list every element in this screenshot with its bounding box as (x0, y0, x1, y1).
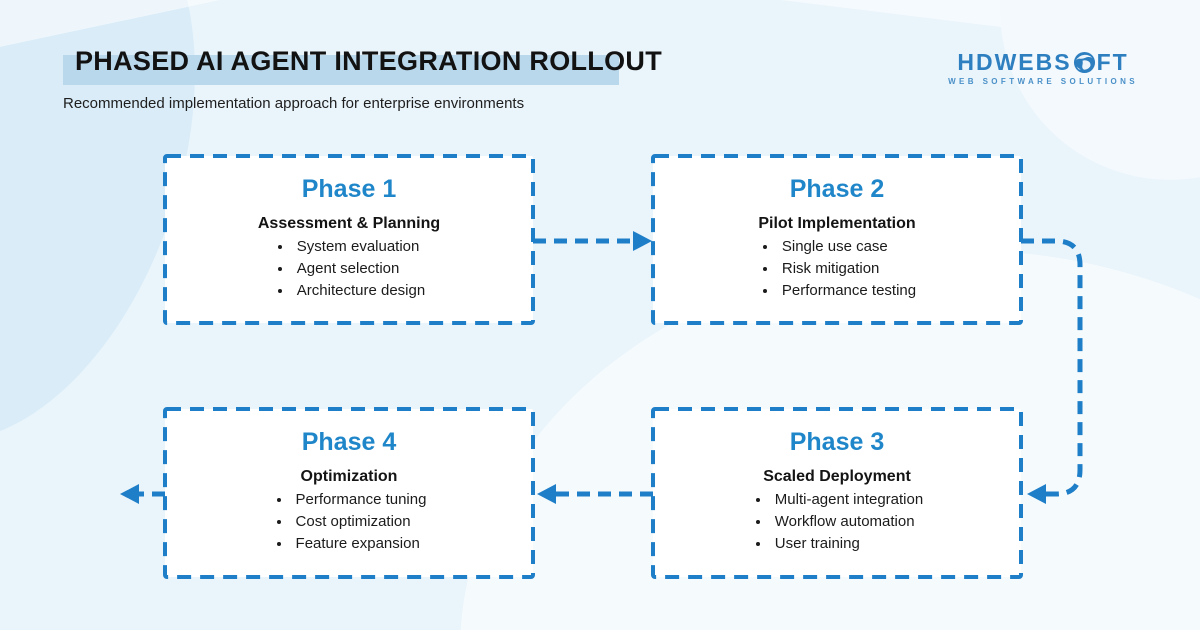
title-highlight-bar (63, 55, 619, 85)
phase-1-content: Phase 1 Assessment & Planning System eva… (165, 156, 533, 323)
phase-title: Phase 4 (301, 428, 397, 456)
phase-title: Phase 2 (789, 175, 885, 203)
phase-item-list: Multi-agent integration Workflow automat… (751, 489, 923, 555)
page-title: PHASED AI AGENT INTEGRATION ROLLOUT (75, 46, 662, 76)
phase-4-box (163, 407, 535, 579)
list-item: Performance tuning (292, 489, 427, 511)
arrowhead-phase3-to-phase4 (537, 484, 556, 504)
list-item: Agent selection (293, 258, 425, 280)
arrowhead-phase4-exit (120, 484, 139, 504)
list-item: Risk mitigation (778, 258, 916, 280)
phase-title: Phase 1 (301, 175, 397, 203)
list-item: Performance testing (778, 280, 916, 302)
page-subtitle: Recommended implementation approach for … (63, 95, 525, 112)
logo-tagline: WEB SOFTWARE SOLUTIONS (948, 77, 1138, 86)
list-item: Feature expansion (292, 533, 427, 555)
phase-title: Phase 3 (789, 428, 885, 456)
phase-subtitle: Pilot Implementation (758, 215, 916, 232)
phase-2-content: Phase 2 Pilot Implementation Single use … (653, 156, 1021, 323)
logo-name-post: FT (1096, 49, 1129, 75)
list-item: Cost optimization (292, 511, 427, 533)
phase-item-list: Performance tuning Cost optimization Fea… (272, 489, 427, 555)
connector-phase2-to-phase3-line (1021, 238, 1083, 497)
list-item: User training (771, 533, 923, 555)
arrowhead-phase1-to-phase2 (633, 231, 652, 251)
hdwebsoft-logo: HDWEBS FT WEB SOFTWARE SOLUTIONS (948, 50, 1138, 86)
list-item: System evaluation (293, 236, 425, 258)
phase-subtitle: Scaled Deployment (763, 468, 911, 485)
list-item: Single use case (778, 236, 916, 258)
list-item: Architecture design (293, 280, 425, 302)
logo-name: HDWEBS FT (957, 50, 1128, 74)
phase-4-content: Phase 4 Optimization Performance tuning … (165, 409, 533, 577)
list-item: Workflow automation (771, 511, 923, 533)
phase-subtitle: Assessment & Planning (257, 215, 441, 232)
phase-item-list: Single use case Risk mitigation Performa… (758, 236, 916, 302)
globe-icon (1073, 51, 1095, 73)
list-item: Multi-agent integration (771, 489, 923, 511)
logo-name-pre: HDWEBS (957, 49, 1072, 75)
arrowhead-phase2-to-phase3 (1027, 484, 1046, 504)
phase-subtitle: Optimization (300, 468, 398, 485)
phase-3-content: Phase 3 Scaled Deployment Multi-agent in… (653, 409, 1021, 577)
phase-3-box (651, 407, 1023, 579)
phase-item-list: System evaluation Agent selection Archit… (273, 236, 425, 302)
